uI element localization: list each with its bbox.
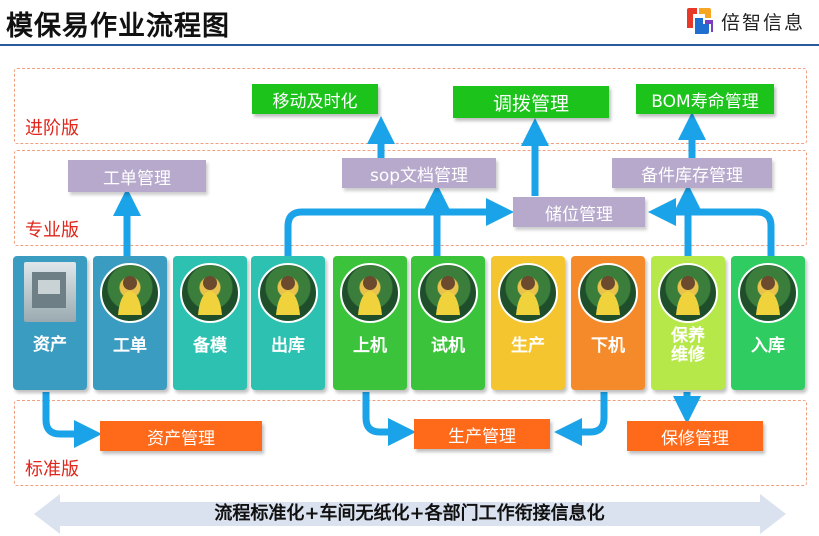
process-step-label: 生产	[511, 336, 545, 356]
brand-logo: 倍智信息	[683, 6, 805, 36]
box-transfer-mgmt: 调拨管理	[453, 86, 609, 118]
process-step-label: 资产	[33, 335, 67, 355]
mold-machine-icon	[24, 262, 76, 322]
process-step-work-order: 工单	[93, 256, 167, 390]
process-step-label: 入库	[751, 336, 785, 356]
brand-logo-icon	[686, 8, 713, 34]
brand-name: 倍智信息	[720, 11, 805, 34]
title-divider	[0, 44, 819, 46]
footer-slogan: 流程标准化+车间无纸化+各部门工作衔接信息化	[214, 503, 605, 524]
worker-photo-icon	[340, 263, 400, 323]
tier-label-advanced: 进阶版	[25, 118, 79, 139]
tier-label-professional: 专业版	[25, 220, 79, 241]
process-step-label: 备模	[193, 336, 227, 356]
process-row: 资产 工单 备模 出库 上机 试机 生产 下机 保养 维修 入库	[13, 256, 806, 392]
process-step-label: 上机	[353, 336, 387, 356]
box-asset-mgmt: 资产管理	[100, 421, 262, 451]
box-sop-doc-mgmt: sop文档管理	[342, 158, 496, 188]
box-production-mgmt: 生产管理	[414, 419, 550, 449]
box-storage-location-mgmt: 储位管理	[513, 197, 645, 227]
worker-photo-icon	[658, 263, 718, 323]
worker-photo-icon	[498, 263, 558, 323]
process-step-unload-machine: 下机	[571, 256, 645, 390]
box-work-order-mgmt: 工单管理	[68, 160, 206, 192]
process-step-production: 生产	[491, 256, 565, 390]
arrow-group	[42, 112, 775, 448]
box-spare-parts-mgmt: 备件库存管理	[612, 158, 772, 188]
process-step-inbound: 入库	[731, 256, 805, 390]
advanced-tier-band	[14, 68, 807, 144]
process-step-label: 下机	[591, 336, 625, 356]
arrow-inbound-to-storage	[648, 198, 775, 258]
page-title: 模保易作业流程图	[6, 11, 230, 42]
worker-photo-icon	[738, 263, 798, 323]
process-step-prepare-mold: 备模	[173, 256, 247, 390]
worker-photo-icon	[180, 263, 240, 323]
process-step-label: 试机	[431, 336, 465, 356]
bottom-double-arrow	[34, 494, 786, 534]
worker-photo-icon	[578, 263, 638, 323]
arrow-asset-to-mgmt	[42, 392, 102, 448]
worker-photo-icon	[258, 263, 318, 323]
tier-label-standard: 标准版	[25, 459, 79, 480]
worker-photo-icon	[100, 263, 160, 323]
process-step-outbound: 出库	[251, 256, 325, 390]
standard-tier-band	[14, 400, 807, 486]
box-maintenance-mgmt: 保修管理	[627, 421, 763, 451]
arrow-unload-to-prod	[554, 392, 608, 446]
box-mobile-realtime: 移动及时化	[252, 84, 378, 114]
process-step-maintenance: 保养 维修	[651, 256, 725, 390]
arrow-load-to-prod	[362, 392, 416, 446]
process-step-label: 保养 维修	[671, 326, 705, 365]
professional-tier-band	[14, 150, 807, 246]
process-step-trial-run: 试机	[411, 256, 485, 390]
box-bom-life-mgmt: BOM寿命管理	[636, 84, 774, 114]
process-step-label: 出库	[271, 336, 305, 356]
worker-photo-icon	[418, 263, 478, 323]
process-step-asset: 资产	[13, 256, 87, 390]
arrow-outbound-to-storage	[284, 198, 514, 258]
process-step-label: 工单	[113, 336, 147, 356]
process-step-load-machine: 上机	[333, 256, 407, 390]
